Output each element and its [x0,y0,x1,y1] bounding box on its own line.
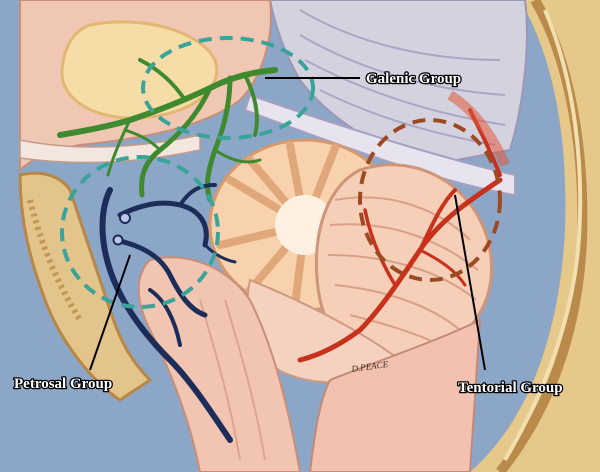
vein-lumen [112,234,124,246]
galenic-group-label: Galenic Group [366,71,461,87]
petrosal-group-label: Petrosal Group [14,376,112,392]
petrosal-leader-line [89,254,131,371]
tentorial-group-label: Tentorial Group [458,380,563,396]
galenic-veins [57,58,278,203]
occipital-tissue [308,318,482,472]
tentorial-leader-line [454,194,486,371]
tentorial-group-circle [358,118,502,282]
cerebral-tissue-left [19,0,272,173]
galenic-group-circle [141,36,315,140]
skull-bone [470,0,600,472]
petrosal-group-circle [60,155,220,309]
petrosal-veins [99,183,237,443]
tentorial-sinus [447,90,510,167]
vein-lumen [119,212,131,224]
